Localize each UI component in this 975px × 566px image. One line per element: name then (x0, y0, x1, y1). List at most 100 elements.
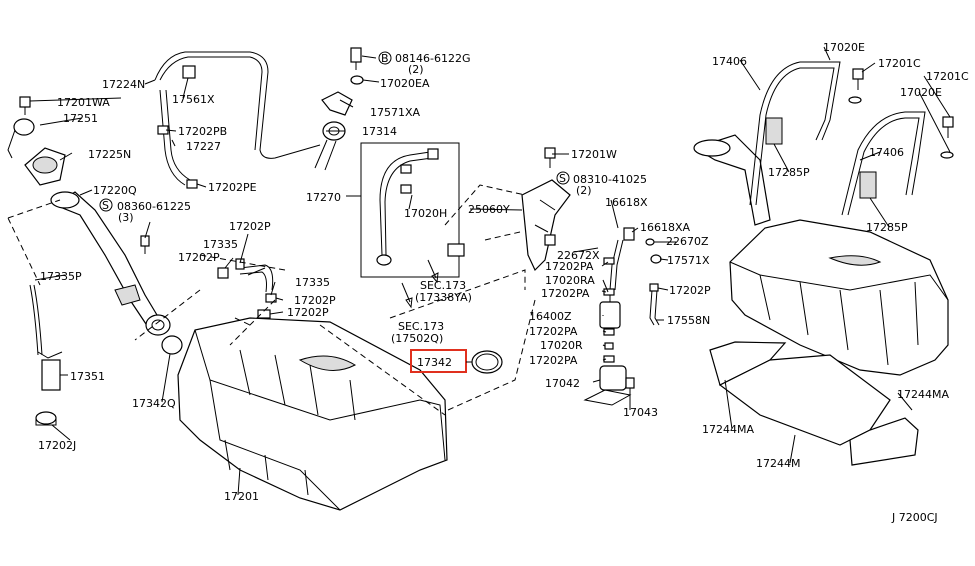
valve-17351[interactable] (37, 351, 63, 391)
hose-17335-upper[interactable] (239, 264, 274, 291)
label-17202PE: 17202PE (208, 181, 257, 194)
bolt-08146[interactable] (350, 47, 362, 70)
label-17020R: 17020R (540, 339, 583, 352)
hose-16618X[interactable] (609, 227, 635, 291)
label-17201C-a: 17201C (878, 57, 921, 70)
label-17227: 17227 (186, 140, 221, 153)
fuel-tank-17201[interactable] (177, 317, 448, 511)
clamp-17202PA-d[interactable] (603, 355, 615, 363)
label-16618X: 16618X (605, 196, 648, 209)
label-sec173-a: SEC.173 (420, 279, 466, 292)
label-08146-qty: (2) (408, 63, 424, 76)
guide-lines (7, 184, 536, 416)
breather-tube-17335P[interactable] (29, 284, 43, 356)
label-17202PB: 17202PB (178, 125, 227, 138)
label-17020E-b: 17020E (900, 86, 942, 99)
fuel-cap-17251[interactable] (7, 118, 35, 159)
tube-17558N[interactable] (649, 283, 660, 326)
heat-shield-17244MA-b[interactable] (849, 417, 919, 466)
label-sec173-b: SEC.173 (398, 320, 444, 333)
bracket-25060Y[interactable] (521, 179, 571, 272)
bolt-17201C-b[interactable] (942, 116, 954, 138)
clamp-17202PA-c[interactable] (603, 328, 615, 336)
strap-17406-a[interactable] (749, 61, 841, 206)
filler-pipe-17220Q[interactable] (50, 191, 171, 336)
clamp-17202P-b[interactable] (217, 267, 229, 279)
grommet-17314[interactable] (314, 121, 346, 171)
label-17224N: 17224N (102, 78, 145, 91)
label-17406-a: 17406 (712, 55, 747, 68)
bolt-17201WA[interactable] (19, 96, 31, 115)
bracket-17043[interactable] (625, 377, 635, 398)
label-22672X: 22672X (557, 249, 600, 262)
evap-tube-17227[interactable] (154, 51, 321, 159)
clip-17571X[interactable] (650, 254, 662, 264)
clips-17020H[interactable] (400, 164, 412, 194)
clamp-17202P-a[interactable] (235, 258, 245, 270)
screw-marker-s1 (99, 198, 113, 212)
label-17225N: 17225N (88, 148, 131, 161)
label-17285P-b: 17285P (866, 221, 908, 234)
fuel-filter-16400Z[interactable] (599, 290, 621, 329)
label-22670Z: 22670Z (666, 235, 709, 248)
bolt-17201W[interactable] (544, 147, 556, 168)
label-17571XA: 17571XA (370, 106, 421, 119)
connector[interactable] (447, 243, 465, 257)
label-16400Z: 16400Z (529, 310, 572, 323)
label-17220Q: 17220Q (93, 184, 137, 197)
label-08310-qty: (2) (576, 184, 592, 197)
label-17202PA-a: 17202PA (545, 260, 594, 273)
screw-marker-s2 (556, 171, 570, 185)
diagram-code: J 7200CJ (891, 511, 938, 524)
label-17335P: 17335P (40, 270, 82, 283)
vent-tube-17270[interactable] (376, 148, 439, 266)
label-17351: 17351 (70, 370, 105, 383)
fuel-tank-rh[interactable] (729, 219, 949, 376)
marker-b: B (381, 52, 389, 65)
marker-s2: S (559, 172, 566, 185)
clip-17020E-b[interactable] (940, 151, 954, 159)
bolt-08360[interactable] (140, 235, 150, 254)
clamp-17202PE[interactable] (186, 179, 198, 189)
bolt-17201C-a[interactable] (852, 68, 864, 90)
strap-17406-b[interactable] (841, 111, 926, 216)
bracket-17571XA[interactable] (321, 91, 353, 116)
label-17342[interactable]: 17342 (417, 356, 452, 369)
filler-plate-17225N[interactable] (24, 147, 66, 186)
clip-22670Z[interactable] (645, 238, 655, 246)
highlight-box-17342 (410, 349, 467, 373)
label-17251: 17251 (63, 112, 98, 125)
label-25060Y: 25060Y (468, 203, 510, 216)
ring-17342Q[interactable] (161, 335, 183, 355)
bracket-17285P-b[interactable] (859, 171, 877, 199)
clamp-17202J[interactable] (35, 411, 57, 426)
arrow-sec173-a (427, 259, 437, 279)
marker-s1: S (102, 199, 109, 212)
clamp-17202PA-a[interactable] (603, 257, 615, 265)
label-17244MA-b: 17244MA (897, 388, 949, 401)
label-17270: 17270 (306, 191, 341, 204)
filler-neck-rh[interactable] (693, 134, 771, 226)
fuel-pump-17042[interactable] (583, 365, 632, 406)
label-17201WA: 17201WA (57, 96, 110, 109)
heat-shield-17244M[interactable] (718, 354, 891, 446)
label-17201W: 17201W (571, 148, 617, 161)
label-sec173-b-ref: (17502Q) (391, 332, 443, 345)
bracket-17285P-a[interactable] (765, 117, 783, 145)
label-08146: 08146-6122G (395, 52, 470, 65)
label-17244M: 17244M (756, 457, 800, 470)
label-16618XA: 16618XA (640, 221, 691, 234)
label-08360: 08360-61225 (117, 200, 191, 213)
clip-17020EA[interactable] (350, 75, 364, 85)
label-17314: 17314 (362, 125, 397, 138)
label-17201: 17201 (224, 490, 259, 503)
label-17020RA: 17020RA (545, 274, 595, 287)
clip-17561X[interactable] (182, 65, 196, 79)
label-17020EA: 17020EA (380, 77, 430, 90)
label-17043: 17043 (623, 406, 658, 419)
label-17020H: 17020H (404, 207, 447, 220)
clip-17020E-a[interactable] (848, 96, 862, 104)
clamp-17020R[interactable] (604, 342, 614, 350)
heat-shield-17244MA-a[interactable] (709, 341, 787, 386)
